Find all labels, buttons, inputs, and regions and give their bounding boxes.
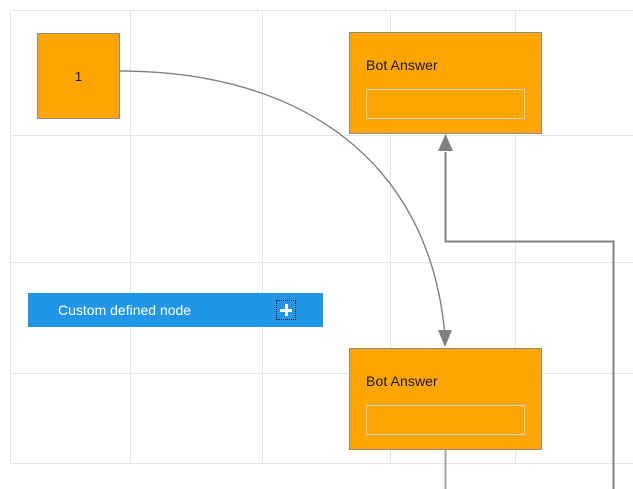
node-title: Bot Answer	[366, 373, 438, 389]
custom-defined-node-bar[interactable]: Custom defined node	[28, 293, 323, 327]
plus-icon[interactable]	[276, 300, 296, 320]
plus-icon-vertical-bar	[284, 304, 288, 316]
node-title: Bot Answer	[366, 57, 438, 73]
node-start-label: 1	[74, 68, 83, 84]
node-bot-answer-bottom[interactable]: Bot Answer	[349, 348, 542, 450]
node-start[interactable]: 1	[37, 33, 120, 119]
node-message-slot[interactable]	[366, 89, 525, 119]
node-bot-answer-top[interactable]: Bot Answer	[349, 32, 542, 134]
custom-defined-node-label: Custom defined node	[58, 302, 192, 318]
node-message-slot[interactable]	[366, 405, 525, 435]
